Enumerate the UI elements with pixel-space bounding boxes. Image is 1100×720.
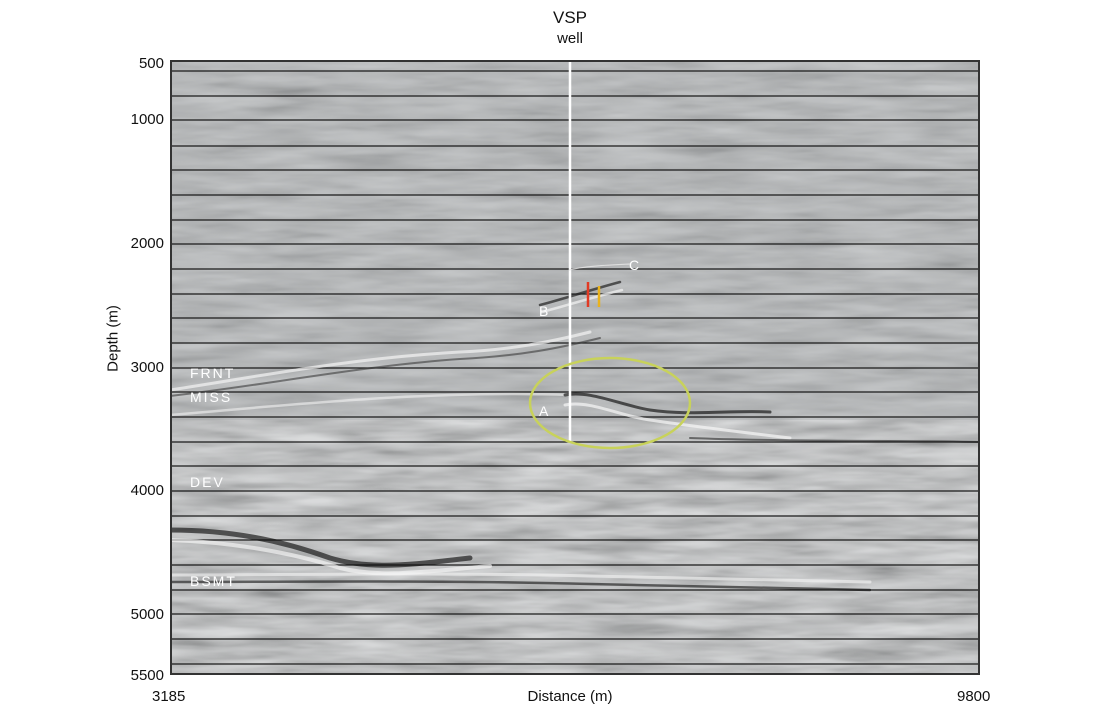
curve-c-arc xyxy=(568,263,631,271)
reflector-bsmt-dark xyxy=(170,580,872,592)
reflector-miss xyxy=(170,392,572,417)
reflector-a-zone-light xyxy=(563,402,792,440)
horizon-label-miss: MISS xyxy=(190,389,232,405)
horizon-label-bsmt: BSMT xyxy=(190,573,237,589)
y-tick-5500: 5500 xyxy=(130,667,164,684)
reflector-a-zone xyxy=(563,392,772,415)
reflector-bsmt xyxy=(170,572,872,584)
zone-a-ellipse xyxy=(528,356,692,450)
horizon-label-frnt: FRNT xyxy=(190,365,235,381)
annotation-b: B xyxy=(539,303,548,319)
reflector-lower-left xyxy=(170,527,473,568)
strong-reflectors xyxy=(170,280,980,592)
reflector-right xyxy=(689,437,980,443)
reflector-lower-left-light xyxy=(170,538,492,576)
y-tick-1000: 1000 xyxy=(130,111,164,128)
x-tick-9800: 9800 xyxy=(957,688,991,705)
y-tick-2000: 2000 xyxy=(130,235,164,252)
annotation-a: A xyxy=(539,403,549,419)
y-tick-3000: 3000 xyxy=(130,359,164,376)
y-tick-5000: 5000 xyxy=(130,606,164,623)
reflector-near-well xyxy=(538,280,622,307)
x-axis-label: Distance (m) xyxy=(527,688,613,705)
y-tick-500: 500 xyxy=(138,55,164,72)
reflector-frnt xyxy=(170,330,592,392)
section-border xyxy=(170,60,980,675)
seismic-section: A B C FRNT MISS DEV BSMT xyxy=(170,60,980,675)
x-tick-3185: 3185 xyxy=(152,688,186,705)
horizon-label-dev: DEV xyxy=(190,474,225,490)
vsp-title: VSP xyxy=(552,8,588,27)
reflector-frnt-dark xyxy=(170,337,601,397)
reflector-near-well-light xyxy=(540,288,624,314)
annotation-c: C xyxy=(629,257,639,273)
well-subtitle: well xyxy=(557,30,583,47)
y-tick-4000: 4000 xyxy=(130,482,164,499)
y-axis-label: Depth (m) xyxy=(104,305,122,372)
